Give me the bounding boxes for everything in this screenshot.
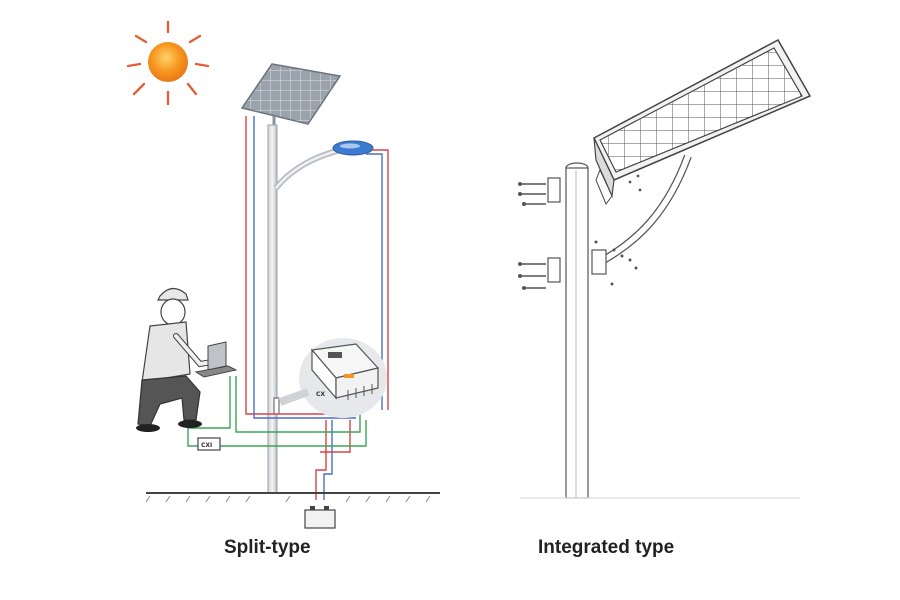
integrated-type-diagram — [518, 38, 812, 499]
wires-split — [187, 116, 389, 500]
sun-icon — [126, 20, 210, 106]
solar-panel-split — [240, 63, 342, 130]
controller-label: CX — [316, 391, 325, 398]
controller-magnifier: CX — [278, 338, 387, 418]
lamp-head — [332, 140, 374, 156]
solar-panel-integrated — [593, 38, 812, 205]
ground-split — [145, 492, 440, 503]
mounting-bracket-lower — [518, 257, 561, 290]
caption-integrated-type: Integrated type — [538, 537, 675, 558]
remote-label: CXI — [201, 442, 212, 449]
battery-icon — [304, 506, 336, 529]
pole-split — [267, 124, 351, 494]
mounting-bracket-upper — [518, 177, 561, 206]
pole-integrated — [565, 162, 589, 499]
remote-box: CXI — [197, 437, 221, 451]
split-type-diagram: CX CXI — [126, 20, 440, 529]
technician-figure — [136, 287, 238, 432]
caption-split-type: Split-type — [224, 537, 311, 558]
arm-integrated — [591, 154, 692, 286]
